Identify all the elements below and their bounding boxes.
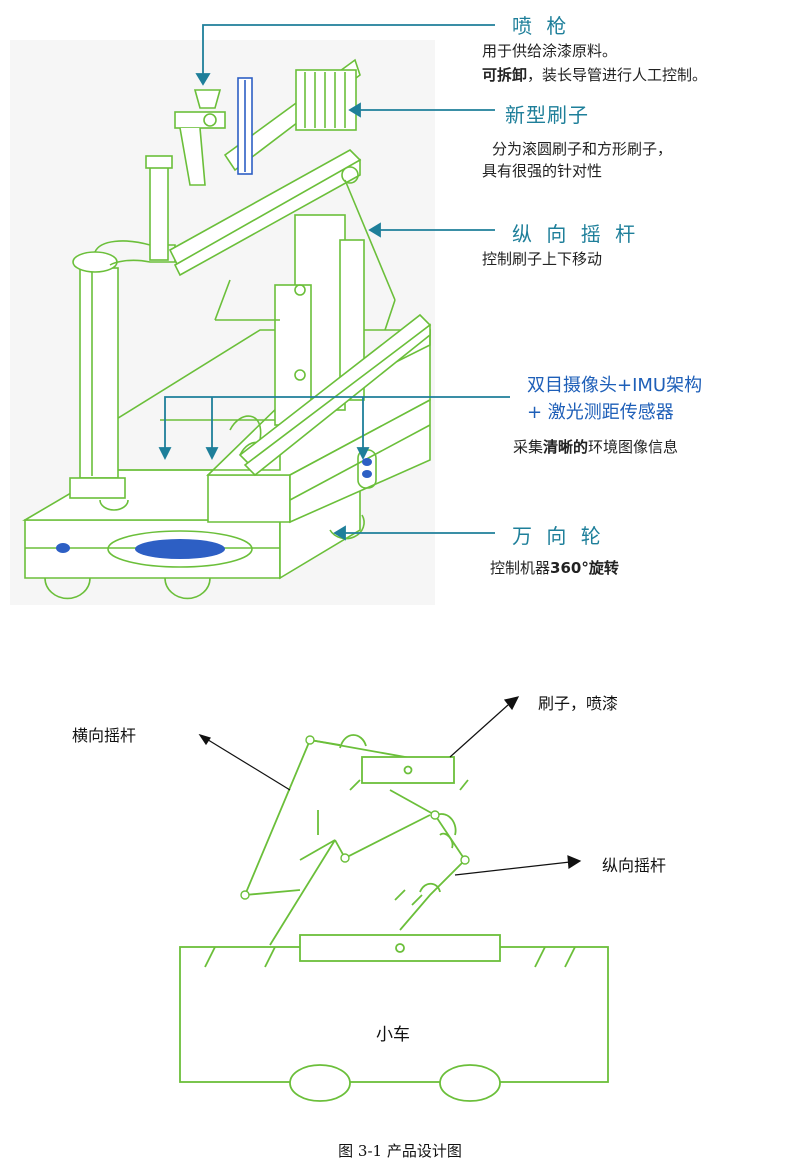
spray-gun-desc-1: 用于供给涂漆原料。 [482,42,618,60]
schematic-wheel-right [439,1064,501,1102]
schematic-arrows [198,696,582,876]
camera-desc-a: 采集 [513,438,544,456]
spray-gun-callout [202,24,495,78]
camera-lens-bottom [362,470,372,478]
left-column [69,155,176,499]
turntable-ring [107,530,253,568]
vertical-linkage [214,166,396,463]
wheels [44,499,365,600]
robot-illustration [22,58,432,600]
spray-gun-desc-rest: ，装长导管进行人工控制。 [527,66,708,84]
schematic-joints [240,735,470,900]
schematic-brush-block [361,756,455,784]
cart-label: 小车 [376,1025,410,1045]
schematic-vertical-rocker-label: 纵向摇杆 [602,856,667,875]
cart-box [179,946,609,1083]
wheel-desc-a: 控制机器 [490,559,551,577]
wheel-desc-bold: 360°旋转 [550,559,619,577]
camera-label-2: + 激光测距传感器 [527,402,674,423]
vertical-rocker-desc: 控制刷子上下移动 [482,250,603,268]
vertical-rocker-label: 纵 向 摇 杆 [512,222,640,246]
base-indicator [56,543,70,553]
schematic [179,734,609,1102]
camera-lens-top [362,458,372,466]
camera-desc: 采集清晰的环境图像信息 [513,436,678,458]
rail-and-brush [168,58,362,277]
brush-label: 新型刷子 [505,103,589,127]
wheel-label: 万 向 轮 [512,524,605,548]
cart-top-plate [299,934,501,962]
schematic-wheel-left [289,1064,351,1102]
spray-gun [174,89,226,186]
figure-caption: 图 3-1 产品设计图 [338,1142,462,1160]
spray-gun-label: 喷 枪 [512,14,571,38]
wheel-desc: 控制机器360°旋转 [490,557,619,579]
spray-gun-desc-bold: 可拆卸 [482,66,528,84]
camera-callout-left [164,396,510,452]
brush-spray-label: 刷子，喷漆 [538,694,619,713]
spray-gun-desc-2: 可拆卸，装长导管进行人工控制。 [482,64,707,86]
brush-desc-2: 具有很强的针对性 [482,162,603,180]
camera-label-1: 双目摄像头+IMU架构 [527,375,703,396]
brush-desc-1: 分为滚圆刷子和方形刷子， [492,140,673,158]
camera-desc-bold: 清晰的 [543,438,589,456]
horizontal-rocker-label: 横向摇杆 [72,726,137,745]
camera-desc-b: 环境图像信息 [588,438,679,456]
callout-lines [158,24,510,541]
front-rail [238,313,432,477]
turntable-center [135,539,225,559]
